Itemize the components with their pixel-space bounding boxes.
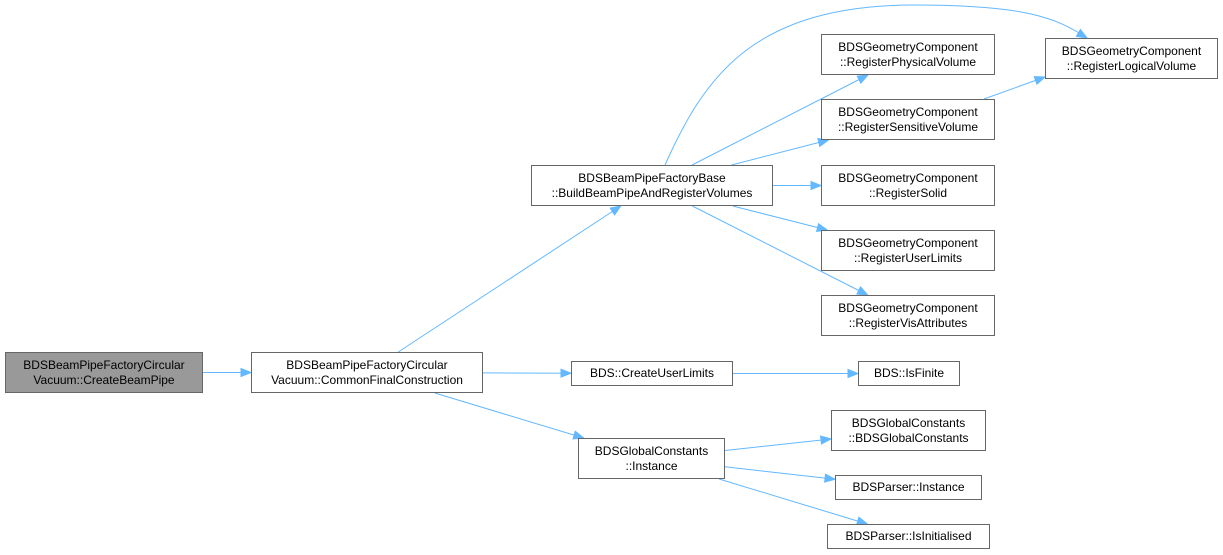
node-label-line2: ::RegisterSensitiveVolume	[837, 119, 979, 134]
edge-global-constants-instance-to-global-constants-ctor	[724, 438, 832, 451]
edge-common-final-construction-to-global-constants-instance	[434, 392, 584, 439]
edge-build-beam-pipe-to-register-logical-volume	[664, 4, 1088, 166]
edge-common-final-construction-to-build-beam-pipe	[397, 205, 622, 353]
node-label-line1: BDSParser::IsInitialised	[845, 529, 972, 543]
node-parser-instance[interactable]: BDSParser::Instance	[835, 475, 982, 500]
node-register-physical-volume[interactable]: BDSGeometryComponent ::RegisterPhysicalV…	[821, 34, 995, 75]
node-parser-is-initialised[interactable]: BDSParser::IsInitialised	[827, 524, 990, 549]
arrowhead	[847, 368, 860, 379]
node-label-line2: ::RegisterUserLimits	[853, 250, 963, 265]
node-label-line1: BDSGlobalConstants	[851, 415, 966, 430]
arrowhead	[810, 180, 823, 191]
arrowhead	[560, 368, 573, 378]
node-label-line1: BDSGeometryComponent	[838, 170, 978, 185]
edge-build-beam-pipe-to-register-user-limits	[732, 205, 828, 231]
arrowhead	[856, 286, 869, 296]
edge-global-constants-instance-to-parser-instance	[724, 466, 836, 480]
node-label-line1: BDSBeamPipeFactoryBase	[578, 170, 726, 185]
edge-register-sensitive-volume-to-register-logical-volume	[983, 76, 1046, 100]
arrowhead	[609, 205, 622, 216]
node-label-line1: BDSGeometryComponent	[838, 104, 978, 119]
node-register-user-limits[interactable]: BDSGeometryComponent ::RegisterUserLimit…	[821, 230, 995, 271]
node-label-line2: ::RegisterSolid	[868, 185, 948, 200]
edge-build-beam-pipe-to-register-physical-volume	[691, 74, 869, 166]
arrowhead	[824, 473, 837, 483]
node-label-line1: BDS::CreateUserLimits	[589, 366, 715, 380]
node-register-sensitive-volume[interactable]: BDSGeometryComponent ::RegisterSensitive…	[821, 99, 995, 140]
arrowhead	[820, 435, 833, 445]
arrowhead	[1075, 28, 1089, 39]
node-label-line1: BDSGlobalConstants	[594, 443, 709, 458]
node-label-line1: BDSGeometryComponent	[1061, 43, 1202, 58]
node-label-line1: BDSGeometryComponent	[838, 39, 978, 54]
node-label-line2: ::BDSGlobalConstants	[848, 430, 969, 445]
node-create-user-limits[interactable]: BDS::CreateUserLimits	[571, 361, 733, 386]
node-label-line2: ::RegisterVisAttributes	[848, 315, 968, 330]
node-label-line1: BDSBeamPipeFactoryCircular	[286, 357, 448, 372]
edge-build-beam-pipe-to-register-vis-attributes	[692, 205, 868, 296]
node-label-line2: Vacuum::CommonFinalConstruction	[271, 372, 463, 387]
node-global-constants-instance[interactable]: BDSGlobalConstants ::Instance	[578, 438, 725, 479]
node-common-final-construction[interactable]: BDSBeamPipeFactoryCircular Vacuum::Commo…	[251, 352, 483, 393]
node-label-line1: BDS::IsFinite	[873, 366, 945, 380]
node-register-logical-volume[interactable]: BDSGeometryComponent ::RegisterLogicalVo…	[1045, 38, 1218, 79]
node-label-line1: BDSParser::Instance	[852, 480, 965, 494]
node-label-line1: BDSBeamPipeFactoryCircular	[23, 357, 185, 372]
arrowhead	[1033, 76, 1047, 86]
node-register-vis-attributes[interactable]: BDSGeometryComponent ::RegisterVisAttrib…	[821, 295, 995, 336]
node-label-line2: Vacuum::CreateBeamPipe	[33, 372, 175, 387]
node-is-finite[interactable]: BDS::IsFinite	[858, 361, 960, 386]
node-register-solid[interactable]: BDSGeometryComponent ::RegisterSolid	[821, 165, 995, 206]
edge-build-beam-pipe-to-register-sensitive-volume	[731, 139, 829, 166]
node-label-line2: ::BuildBeamPipeAndRegisterVolumes	[551, 185, 753, 200]
node-label-line1: BDSGeometryComponent	[838, 235, 978, 250]
node-global-constants-constructor[interactable]: BDSGlobalConstants ::BDSGlobalConstants	[831, 410, 986, 451]
node-build-beam-pipe-and-register-volumes[interactable]: BDSBeamPipeFactoryBase ::BuildBeamPipeAn…	[531, 165, 773, 206]
node-create-beam-pipe[interactable]: BDSBeamPipeFactoryCircular Vacuum::Creat…	[5, 352, 203, 393]
arrowhead	[240, 367, 253, 378]
node-label-line2: ::Instance	[625, 458, 678, 473]
node-label-line2: ::RegisterPhysicalVolume	[839, 54, 977, 69]
arrowhead	[856, 74, 870, 85]
node-label-line1: BDSGeometryComponent	[838, 300, 978, 315]
node-label-line2: ::RegisterLogicalVolume	[1066, 58, 1197, 73]
edge-global-constants-instance-to-parser-is-initialised	[718, 478, 868, 525]
